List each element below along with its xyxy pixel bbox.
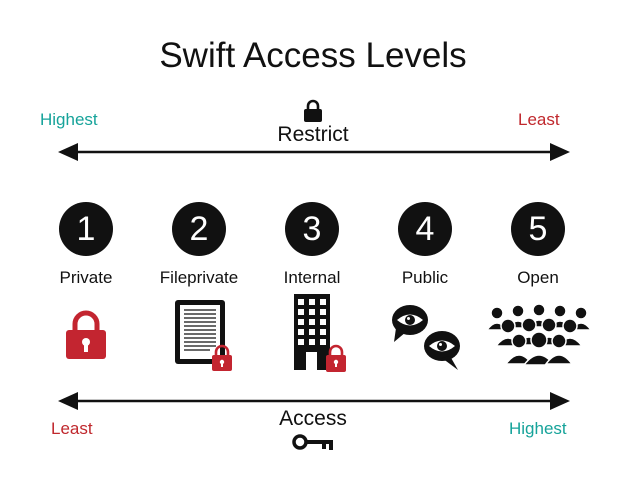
public-eye-bubbles-icon (392, 305, 460, 370)
level-3-name: Internal (283, 268, 341, 287)
level-1-badge: 1 (59, 202, 113, 256)
eye-icon (424, 331, 460, 370)
access-arrow (58, 392, 570, 410)
access-label: Access (279, 407, 347, 430)
level-4-badge: 4 (398, 202, 452, 256)
level-3-badge: 3 (285, 202, 339, 256)
level-4-name: Public (401, 268, 449, 287)
open-crowd-icon (486, 303, 592, 366)
key-icon (292, 434, 333, 450)
access-right-label: Highest (509, 419, 567, 438)
restrict-right-label: Least (518, 110, 560, 129)
fileprivate-lock-icon (212, 344, 232, 371)
diagram-title: Swift Access Levels (159, 36, 467, 75)
level-2-name: Fileprivate (159, 268, 239, 287)
restrict-arrow (58, 143, 570, 161)
eye-icon (392, 305, 428, 342)
private-lock-icon (66, 310, 106, 359)
internal-lock-icon (326, 344, 346, 372)
restrict-lock-icon (304, 99, 322, 122)
level-1-name: Private (59, 268, 113, 287)
level-5-badge: 5 (511, 202, 565, 256)
restrict-left-label: Highest (40, 110, 98, 129)
level-2-badge: 2 (172, 202, 226, 256)
fileprivate-document-icon (175, 300, 232, 371)
level-5-name: Open (517, 268, 559, 287)
restrict-label: Restrict (277, 123, 349, 146)
internal-building-icon (294, 294, 346, 372)
access-left-label: Least (51, 419, 93, 438)
